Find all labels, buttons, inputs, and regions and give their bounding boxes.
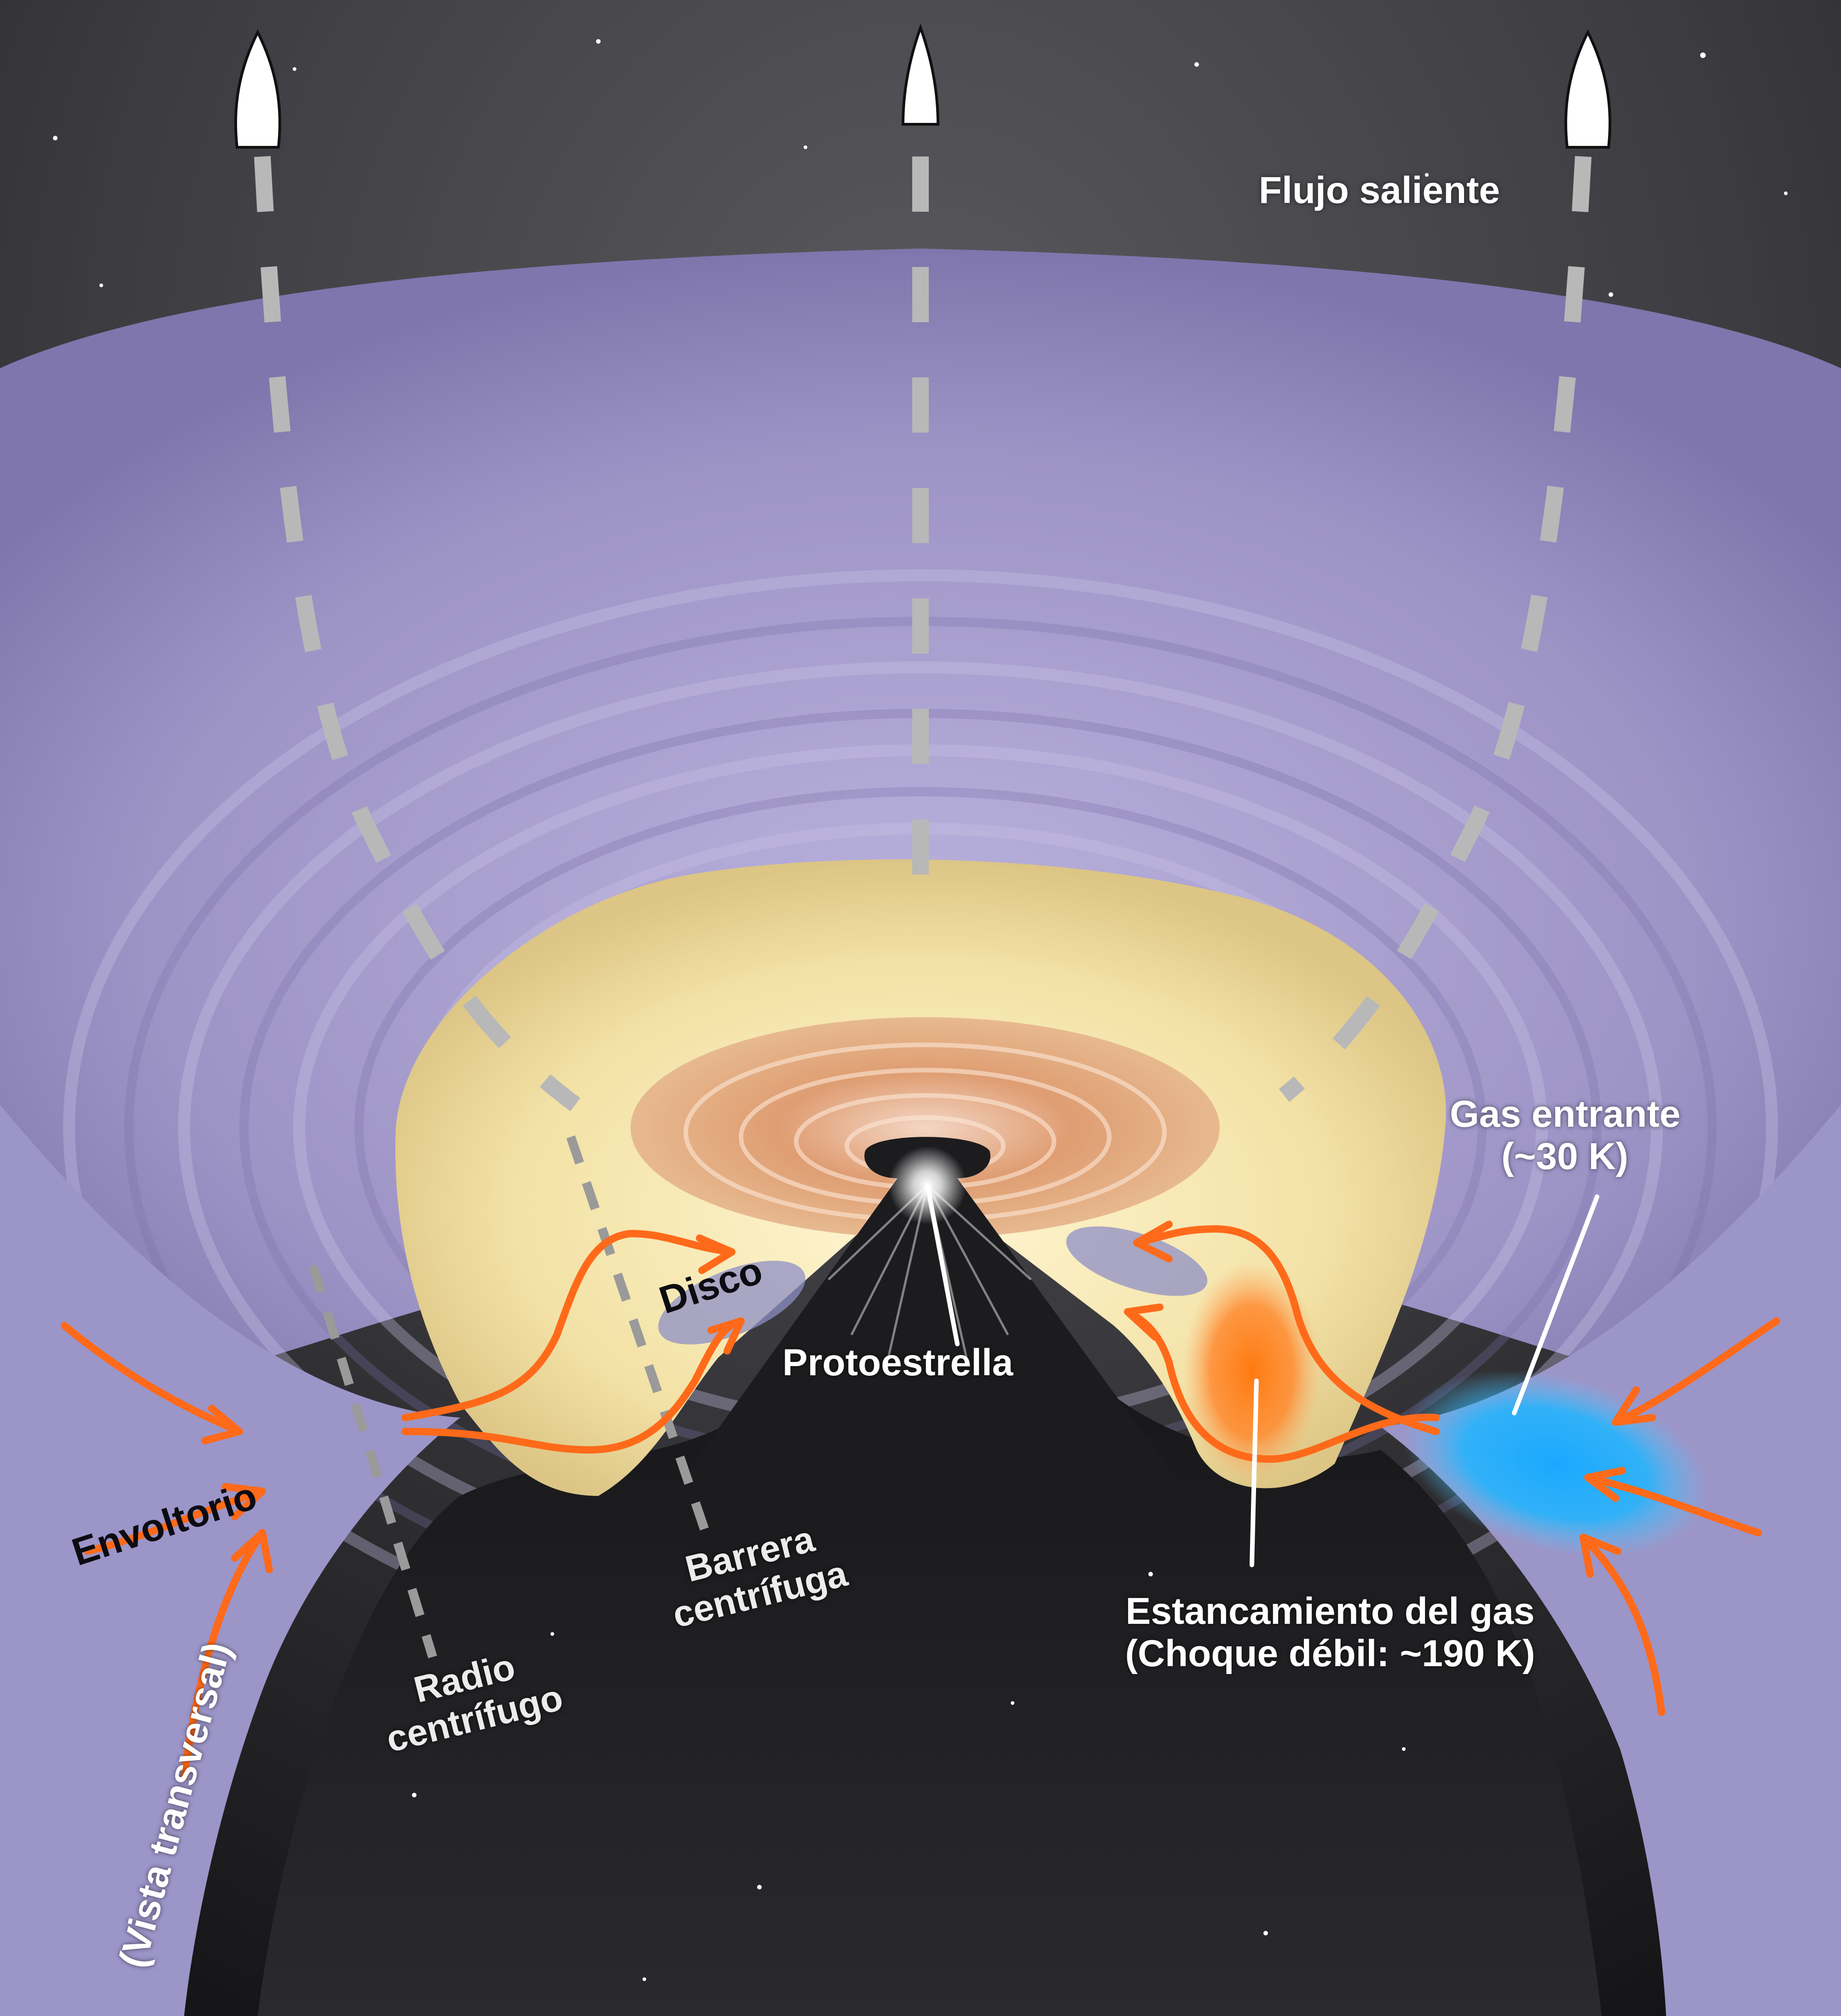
infalling-gas-line1: Gas entrante <box>1450 1093 1681 1135</box>
protostar-text: Protoestrella <box>782 1342 1013 1384</box>
disc-patch-left <box>658 1261 805 1344</box>
envelope-wing-right <box>1381 1105 1841 2016</box>
central-cone <box>654 1137 1206 1519</box>
shock-region <box>1183 1261 1321 1482</box>
outflow-lines <box>254 156 1592 1112</box>
gas-stagnation-line1: Estancamiento del gas <box>1125 1590 1535 1632</box>
outflow-arrowhead-right <box>1564 29 1611 149</box>
inner-disk <box>631 1017 1220 1238</box>
outflow-text: Flujo saliente <box>1259 169 1500 211</box>
infalling-gas-leader <box>1512 1194 1599 1415</box>
infalling-gas-line2: (~30 K) <box>1501 1135 1628 1177</box>
centrifugal-radius-line <box>308 1264 437 1658</box>
starfield <box>53 39 1788 1981</box>
protostar-leader <box>925 1183 960 1346</box>
gas-stagnation-label: Estancamiento del gas (Choque débil: ~19… <box>1072 1590 1588 1675</box>
protostar-label: Protoestrella <box>782 1342 1013 1384</box>
outflow-arrowhead-center <box>901 23 940 126</box>
outflow-arrowhead-left <box>234 29 281 149</box>
outflow-label: Flujo saliente <box>1259 169 1500 212</box>
infall-arrows <box>61 1221 1780 1780</box>
centrifugal-barrier-line <box>566 1135 713 1544</box>
gas-stagnation-line2: (Choque débil: ~190 K) <box>1125 1632 1535 1674</box>
envelope-wing-left <box>0 1105 460 2016</box>
lower-cavity <box>258 1178 1602 2016</box>
gas-stagnation-leader <box>1250 1379 1259 1567</box>
infalling-gas-label: Gas entrante (~30 K) <box>1450 1093 1680 1178</box>
outflow-arrowheads <box>234 23 1611 149</box>
disc-patch-right <box>1066 1226 1208 1296</box>
